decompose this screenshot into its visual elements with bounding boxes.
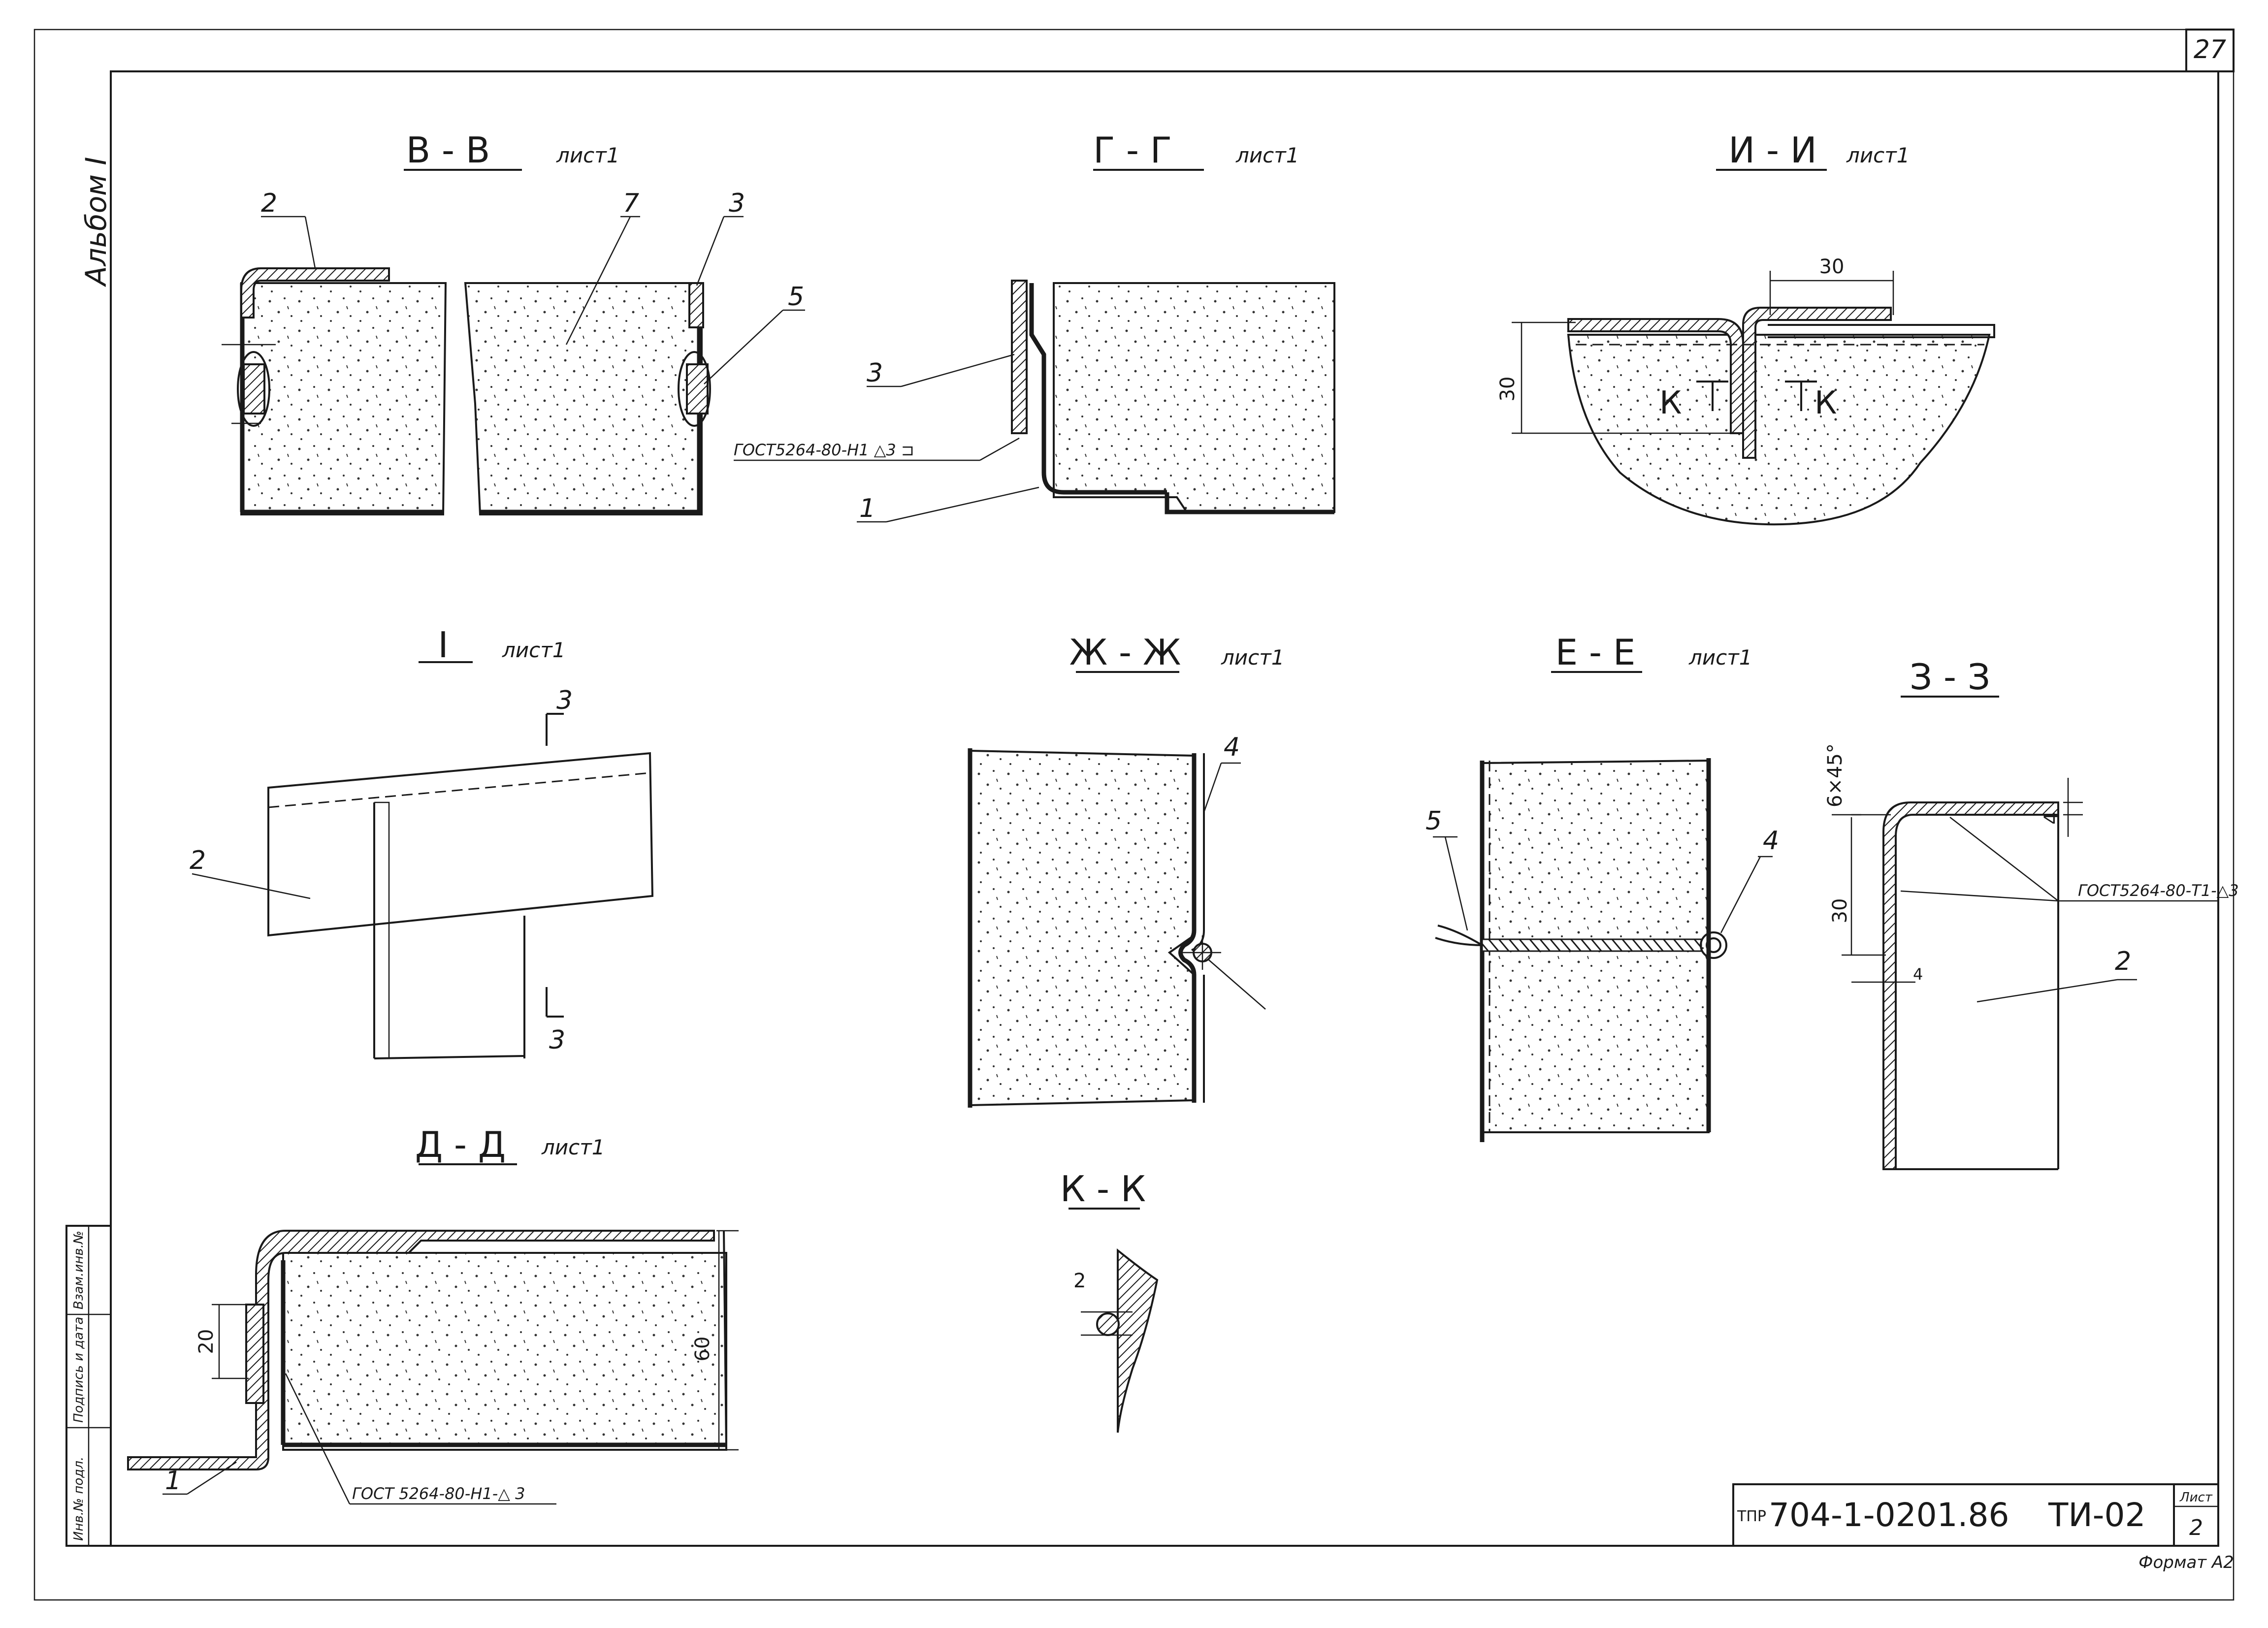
page-number: 27 — [2194, 35, 2226, 64]
dim-ii-height: 30 — [1496, 377, 1519, 402]
section-zhzh-title: Ж - Ж — [1069, 632, 1181, 673]
album-label: Альбом I — [79, 157, 113, 287]
callout-ee-4: 4 — [1763, 826, 1779, 856]
dim-zz-height: 30 — [1829, 898, 1851, 924]
callout-ee-5: 5 — [1426, 806, 1442, 836]
mark-ii-k1: К — [1659, 385, 1682, 421]
stamp-sign-label: Подпись и дата — [71, 1317, 86, 1423]
section-gg-sheet: лист1 — [1235, 143, 1299, 167]
callout-i-2: 2 — [190, 846, 206, 875]
section-ii-title: И - И — [1728, 129, 1816, 171]
left-stamp: Инв.№ подл. Подпись и дата Взам.инв.№ — [65, 1225, 112, 1547]
page-number-box — [2185, 29, 2235, 72]
section-ee: Е - Е лист1 5 4 — [1426, 632, 1779, 1142]
section-kk-title: К - К — [1060, 1168, 1146, 1210]
dim-ii-width: 30 — [1819, 255, 1845, 278]
section-i-sheet: лист1 — [502, 638, 565, 662]
section-ee-sheet: лист1 — [1688, 645, 1752, 670]
callout-zz-2: 2 — [2115, 947, 2131, 976]
section-dd-sheet: лист1 — [541, 1135, 605, 1159]
format-label: Формат А2 — [2138, 1553, 2234, 1572]
section-bb: В - В лист1 2 7 3 5 — [222, 129, 805, 515]
section-gg: Г - Г лист1 3 ГОСТ5264-80-Н1 △3 ⊐ 1 — [734, 129, 1335, 523]
section-dd: Д - Д лист1 60 20 1 ГОСТ 5264-80-Н1-△ 3 — [127, 1124, 739, 1505]
section-ii: И - И лист1 30 30 К К — [1496, 129, 1995, 526]
cut-mark-top: 3 — [556, 686, 573, 715]
callout-dd-1: 1 — [165, 1466, 181, 1496]
section-zhzh-sheet: лист1 — [1221, 645, 1284, 670]
section-gg-title: Г - Г — [1093, 129, 1172, 171]
section-kk: К - К 2 — [1060, 1168, 1159, 1433]
dim-dd-height: 60 — [691, 1337, 714, 1362]
dim-dd-overlap: 20 — [195, 1329, 218, 1354]
callout-bb-7: 7 — [623, 189, 639, 218]
title-sheet-number: 2 — [2189, 1515, 2203, 1540]
dim-zz-thick-top: 4 — [2041, 812, 2063, 825]
callout-bb-3: 3 — [729, 189, 745, 218]
dim-zz-chamfer: 6×45° — [1824, 743, 1847, 807]
section-zz: З - З 6×45° 4 30 4 ГОСТ5264-80-Т1-△3 2 — [1824, 656, 2239, 1170]
section-ii-sheet: лист1 — [1846, 143, 1910, 167]
section-zhzh: Ж - Ж лист1 4 — [968, 632, 1284, 1108]
callout-zhzh-4: 4 — [1224, 733, 1240, 762]
outer-frame — [33, 29, 2235, 1601]
cut-mark-bottom: 3 — [549, 1025, 565, 1055]
weld-note-zz: ГОСТ5264-80-Т1-△3 — [2078, 881, 2239, 900]
callout-gg-1: 1 — [859, 494, 875, 523]
stamp-replace-label: Взам.инв.№ — [71, 1231, 86, 1309]
section-i-title: I — [438, 624, 448, 666]
title-doc: ТИ-02 — [2048, 1496, 2145, 1534]
weld-note-dd: ГОСТ 5264-80-Н1-△ 3 — [352, 1484, 525, 1503]
weld-note-gg: ГОСТ5264-80-Н1 △3 ⊐ — [734, 441, 914, 459]
title-code: 704-1-0201.86 — [1769, 1496, 2009, 1534]
dim-zz-thick-side: 4 — [1913, 965, 1923, 984]
mark-ii-k2: К — [1814, 385, 1837, 421]
dim-kk: 2 — [1073, 1270, 1086, 1292]
title-block: ТПР 704-1-0201.86 ТИ-02 Лист 2 — [1732, 1483, 2219, 1547]
section-i: I лист1 3 3 2 — [190, 624, 654, 1059]
inner-frame — [110, 70, 2219, 1547]
section-ee-title: Е - Е — [1555, 632, 1636, 673]
callout-gg-3: 3 — [867, 358, 883, 388]
section-zz-title: З - З — [1910, 656, 1990, 698]
section-bb-title: В - В — [406, 129, 490, 171]
callout-bb-5: 5 — [788, 282, 804, 312]
callout-bb-2: 2 — [261, 189, 277, 218]
title-sheet-label: Лист — [2179, 1490, 2213, 1505]
title-prefix: ТПР — [1737, 1508, 1766, 1525]
section-bb-sheet: лист1 — [556, 143, 619, 167]
stamp-inv-label: Инв.№ подл. — [71, 1457, 86, 1541]
section-dd-title: Д - Д — [415, 1124, 506, 1165]
